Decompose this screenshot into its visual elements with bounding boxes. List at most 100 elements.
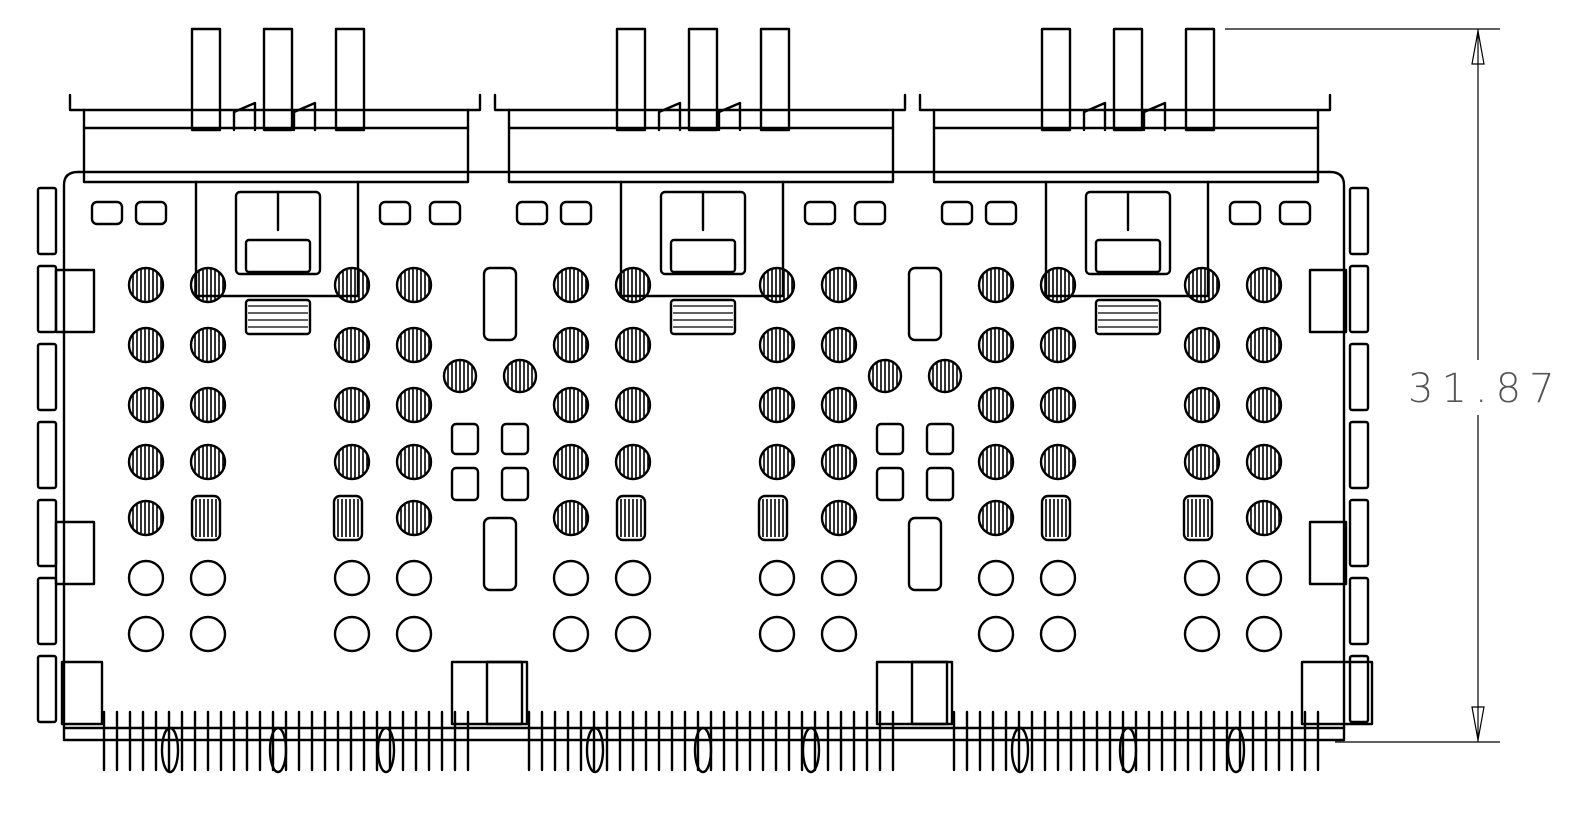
press-fit-pin: [376, 726, 396, 774]
top-clip-frame: [493, 93, 907, 184]
fin-wedge: [232, 101, 257, 132]
contact-hole: [333, 326, 371, 364]
contact-hole: [758, 443, 796, 481]
contact-hole: [820, 443, 858, 481]
contact-hole: [189, 326, 227, 364]
press-fit-pin: [160, 726, 180, 774]
dimension-value: 31.87: [1408, 366, 1563, 412]
divider-tab: [875, 422, 905, 456]
right-latch: [1308, 268, 1348, 334]
keyed-hole: [1183, 615, 1221, 653]
open-hole: [614, 559, 652, 597]
bottom-post: [1300, 660, 1374, 726]
heat-fin: [759, 27, 791, 132]
contact-hole: [333, 443, 371, 481]
keyed-hole: [333, 615, 371, 653]
divider-tab: [925, 422, 955, 456]
contact-hole: [1039, 443, 1077, 481]
heat-fin: [262, 27, 294, 132]
contact-slot: [332, 494, 364, 542]
right-latch: [1308, 520, 1348, 586]
divider-tab: [450, 422, 480, 456]
press-fit-pin: [801, 726, 821, 774]
open-hole: [127, 559, 165, 597]
contact-slot: [1182, 494, 1214, 542]
contact-hole: [1183, 443, 1221, 481]
contact-hole: [614, 443, 652, 481]
contact-hole: [333, 266, 371, 304]
contact-hole: [977, 386, 1015, 424]
vent-slot: [134, 200, 168, 226]
contact-hole: [820, 266, 858, 304]
port-module: [485, 27, 949, 774]
left-side-tab: [36, 264, 58, 334]
fin-wedge: [657, 101, 682, 132]
bottom-post: [60, 660, 104, 726]
right-side-tab: [1348, 342, 1370, 412]
open-hole: [758, 559, 796, 597]
contact-hole: [127, 326, 165, 364]
contact-hole: [1245, 443, 1283, 481]
contact-hole: [977, 499, 1015, 537]
open-hole: [977, 559, 1015, 597]
lower-latch: [244, 298, 312, 336]
latch-spring: [669, 238, 737, 274]
contact-hole: [820, 326, 858, 364]
dimension-arrow-bottom: [1471, 706, 1485, 741]
contact-hole: [977, 443, 1015, 481]
contact-hole: [395, 386, 433, 424]
press-fit-pin: [268, 726, 288, 774]
vent-slot: [1278, 200, 1312, 226]
vent-slot: [378, 200, 412, 226]
contact-hole: [552, 499, 590, 537]
left-latch: [54, 268, 96, 334]
vent-slot: [984, 200, 1018, 226]
contact-hole: [1039, 266, 1077, 304]
right-side-tab: [1348, 498, 1370, 568]
contact-slot: [615, 494, 647, 542]
port-modules: [36, 27, 1374, 774]
divider-slot: [907, 266, 943, 342]
contact-hole: [1183, 266, 1221, 304]
contact-hole: [758, 386, 796, 424]
open-hole: [333, 559, 371, 597]
open-hole: [552, 559, 590, 597]
press-fit-pin: [585, 726, 605, 774]
vent-slot: [940, 200, 974, 226]
contact-hole: [189, 266, 227, 304]
contact-hole: [395, 499, 433, 537]
contact-hole: [758, 266, 796, 304]
latch-spring: [1094, 238, 1162, 274]
vent-slot: [1228, 200, 1262, 226]
vent-slot: [428, 200, 462, 226]
port-module: [910, 27, 1374, 774]
cover-tab: [194, 180, 360, 298]
contact-slot: [190, 494, 222, 542]
fin-wedge: [1142, 101, 1167, 132]
keyed-hole: [395, 615, 433, 653]
right-side-tab: [1348, 186, 1370, 256]
contact-hole: [1245, 499, 1283, 537]
height-dimension: 31.87: [1225, 28, 1563, 743]
press-fit-pin: [693, 726, 713, 774]
contact-hole: [1039, 386, 1077, 424]
contact-hole: [552, 326, 590, 364]
contact-hole: [127, 443, 165, 481]
fin-wedge: [717, 101, 742, 132]
divider-hole: [927, 358, 963, 394]
contact-hole: [552, 386, 590, 424]
contact-hole: [552, 266, 590, 304]
open-hole: [1039, 559, 1077, 597]
divider-hole: [502, 358, 538, 394]
vent-slot: [803, 200, 837, 226]
top-clip-frame: [918, 93, 1332, 184]
keyed-hole: [820, 615, 858, 653]
left-side-tab: [36, 576, 58, 646]
bottom-post: [910, 660, 954, 726]
keyed-hole: [189, 615, 227, 653]
contact-hole: [127, 266, 165, 304]
divider-tab: [875, 466, 905, 502]
cover-tab: [619, 180, 785, 298]
contact-hole: [614, 266, 652, 304]
